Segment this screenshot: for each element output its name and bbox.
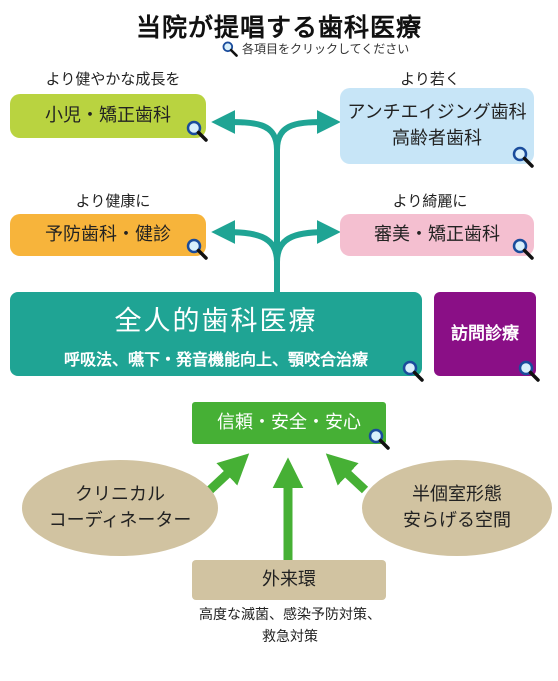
magnifier-icon: [186, 238, 208, 260]
outpatient-environment-box: 外来環: [192, 560, 386, 600]
pediatric-label: 小児・矯正歯科: [45, 105, 171, 126]
prevention-label: 予防歯科・健診: [45, 224, 171, 245]
home-visit-label: 訪問診療: [451, 324, 519, 344]
trust-label: 信頼・安全・安心: [217, 412, 361, 433]
semi-private-room-ellipse: 半個室形態 安らげる空間: [362, 460, 552, 556]
arrow-to-pediatric: [211, 110, 280, 153]
preventive-dentistry-button[interactable]: 予防歯科・健診: [10, 214, 208, 260]
holistic-dentistry-button[interactable]: 全人的歯科医療 呼吸法、嚥下・発音機能向上、顎咬合治療: [10, 292, 424, 382]
arrow-coordinator-to-trust: [206, 453, 250, 494]
environment-note: 高度な滅菌、感染予防対策、 救急対策: [140, 604, 440, 648]
clinical-coordinator-ellipse: クリニカル コーディネーター: [22, 460, 218, 556]
magnifier-icon: [512, 146, 534, 168]
trust-safety-button[interactable]: 信頼・安全・安心: [192, 402, 390, 450]
arrow-to-anti-aging: [274, 110, 341, 153]
magnifier-icon: [518, 360, 540, 382]
anti-aging-label: アンチエイジング歯科: [347, 102, 527, 123]
aesthetic-orthodontics-button[interactable]: 審美・矯正歯科: [340, 214, 534, 260]
hint-text: 各項目をクリックしてください: [242, 42, 410, 56]
environment-note-line1: 高度な滅菌、感染予防対策、: [199, 607, 381, 623]
magnifier-icon: [402, 360, 424, 382]
environment-note-line2: 救急対策: [262, 629, 318, 645]
caption-more-beautiful: より綺麗に: [392, 192, 468, 210]
arrow-room-to-trust: [325, 453, 369, 494]
home-visit-button[interactable]: 訪問診療: [434, 292, 540, 382]
magnifier-icon: [368, 428, 390, 450]
holistic-title: 全人的歯科医療: [114, 305, 318, 337]
coordinator-line1: クリニカル: [75, 484, 165, 505]
caption-healthy-growth: より健やかな成長を: [45, 70, 181, 88]
magnifier-icon: [222, 41, 238, 57]
arrow-to-aesthetic: [274, 220, 341, 265]
anti-aging-dentistry-button[interactable]: アンチエイジング歯科 高齢者歯科: [340, 88, 534, 168]
coordinator-line2: コーディネーター: [48, 510, 192, 531]
aesthetic-label: 審美・矯正歯科: [374, 224, 500, 245]
magnifier-icon: [512, 238, 534, 260]
click-hint: 各項目をクリックしてください: [222, 40, 409, 57]
environment-label: 外来環: [262, 569, 316, 590]
page-title: 当院が提唱する歯科医療: [135, 13, 422, 42]
pediatric-orthodontics-button[interactable]: 小児・矯正歯科: [10, 94, 208, 142]
caption-younger: より若く: [400, 70, 460, 88]
arrow-to-prevention: [211, 220, 280, 265]
geriatric-label: 高齢者歯科: [392, 128, 482, 149]
holistic-subtitle: 呼吸法、嚥下・発音機能向上、顎咬合治療: [63, 349, 368, 369]
room-line1: 半個室形態: [412, 484, 502, 505]
magnifier-icon: [186, 120, 208, 142]
room-line2: 安らげる空間: [403, 510, 511, 531]
caption-healthier: より健康に: [75, 192, 151, 210]
